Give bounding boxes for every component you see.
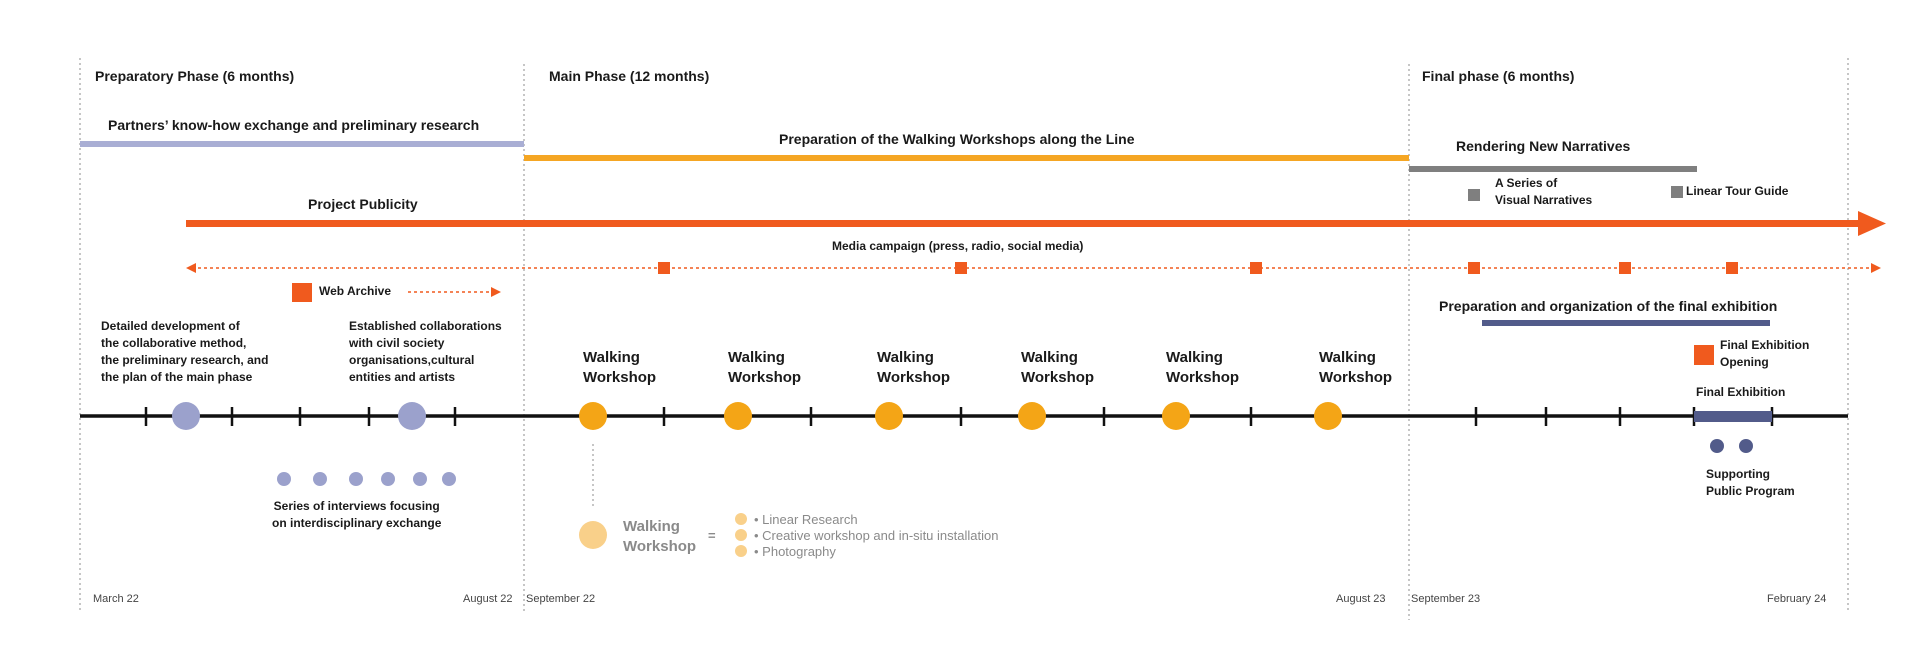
interviews-label: Series of interviews focusing on interdi… — [272, 499, 442, 530]
interview-dots — [277, 472, 456, 486]
interview-dot — [277, 472, 291, 486]
legend-equals: = — [708, 528, 716, 543]
workshop-label: Walking Workshop — [877, 349, 951, 386]
workshop-label: Walking Workshop — [728, 349, 802, 386]
final-prep-label: Preparation and organization of the fina… — [1439, 298, 1778, 314]
media-marker — [1468, 262, 1480, 274]
interview-dot — [442, 472, 456, 486]
workshop-dots — [579, 402, 1342, 430]
media-arrow-right — [1871, 263, 1881, 273]
workshop-dot — [579, 402, 607, 430]
date-label: February 24 — [1767, 593, 1827, 605]
milestone-collaborations — [398, 402, 426, 430]
partners-bar — [80, 141, 524, 147]
rendering-bar — [1409, 166, 1697, 172]
legend-entry: • Photography — [754, 544, 836, 559]
phase-title-final: Final phase (6 months) — [1422, 68, 1575, 84]
tour-guide-label: Linear Tour Guide — [1686, 184, 1789, 198]
publicity-bar — [186, 220, 1864, 227]
web-archive-marker — [292, 283, 312, 302]
final-exhibition-label: Final Exhibition — [1696, 385, 1786, 399]
media-marker — [955, 262, 967, 274]
supporting-program-label: Supporting Public Program — [1706, 467, 1795, 498]
final-exhibition-bar — [1694, 411, 1772, 422]
publicity-label: Project Publicity — [308, 196, 418, 212]
walking-prep-bar — [524, 155, 1409, 161]
date-label: September 23 — [1411, 593, 1481, 605]
media-label: Media campaign (press, radio, social med… — [832, 239, 1084, 253]
collab-method-label: Detailed development of the collaborativ… — [101, 319, 269, 384]
date-label: September 22 — [526, 593, 596, 605]
workshop-label: Walking Workshop — [1166, 349, 1240, 386]
media-marker — [1250, 262, 1262, 274]
workshop-dot — [875, 402, 903, 430]
phase-title-preparatory: Preparatory Phase (6 months) — [95, 68, 295, 84]
final-prep-bar — [1482, 320, 1770, 326]
interview-dot — [413, 472, 427, 486]
workshop-dot — [1314, 402, 1342, 430]
workshop-label: Walking Workshop — [1319, 349, 1393, 386]
supporting-dot — [1739, 439, 1753, 453]
date-label: March 22 — [93, 593, 139, 605]
tour-guide-marker — [1671, 186, 1683, 198]
final-opening-label: Final Exhibition Opening — [1720, 338, 1810, 369]
interview-dot — [349, 472, 363, 486]
rendering-label: Rendering New Narratives — [1456, 138, 1631, 154]
workshop-dot — [1018, 402, 1046, 430]
legend-title: Walking Workshop — [623, 518, 697, 555]
workshop-label: Walking Workshop — [583, 349, 657, 386]
legend-bullet — [735, 513, 747, 525]
milestone-method — [172, 402, 200, 430]
interview-dot — [313, 472, 327, 486]
legend-bullet — [735, 545, 747, 557]
partners-label: Partners’ know-how exchange and prelimin… — [108, 117, 480, 133]
workshop-dot — [724, 402, 752, 430]
media-arrow-left — [186, 263, 196, 273]
date-label: August 23 — [1336, 593, 1386, 605]
interview-dot — [381, 472, 395, 486]
legend-dot — [579, 521, 607, 549]
legend-bullet — [735, 529, 747, 541]
web-archive-label: Web Archive — [319, 284, 392, 298]
media-marker — [1726, 262, 1738, 274]
visual-narratives-label: A Series of Visual Narratives — [1495, 176, 1593, 207]
supporting-dot — [1710, 439, 1724, 453]
visual-narratives-marker — [1468, 189, 1480, 201]
publicity-arrowhead — [1858, 211, 1886, 236]
collaborations-label: Established collaborations with civil so… — [349, 319, 502, 384]
walking-prep-label: Preparation of the Walking Workshops alo… — [779, 131, 1135, 147]
workshop-label: Walking Workshop — [1021, 349, 1095, 386]
legend-entry: • Creative workshop and in-situ installa… — [754, 528, 999, 543]
final-opening-marker — [1694, 345, 1714, 365]
workshop-dot — [1162, 402, 1190, 430]
date-label: August 22 — [463, 593, 513, 605]
web-archive-arrow — [491, 287, 501, 297]
media-marker — [1619, 262, 1631, 274]
media-marker — [658, 262, 670, 274]
phase-title-main: Main Phase (12 months) — [549, 68, 710, 84]
legend-entry: • Linear Research — [754, 512, 858, 527]
